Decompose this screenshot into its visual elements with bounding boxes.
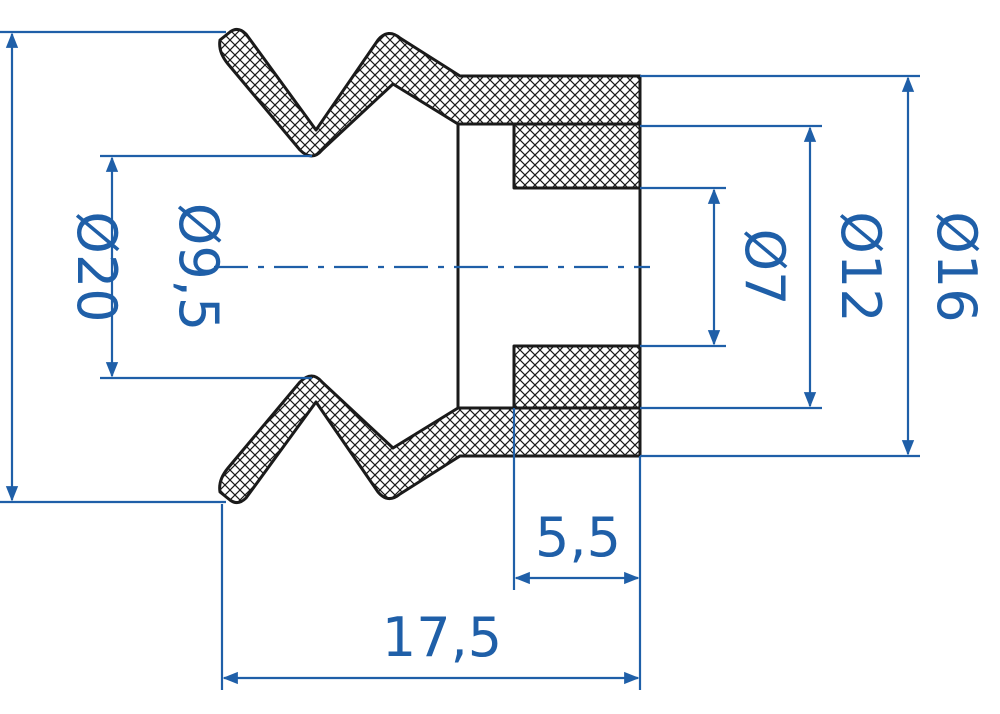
label-overall-length: 17,5: [382, 606, 502, 669]
label-counterbore-diameter: Ø12: [829, 211, 892, 322]
extension-lines: [0, 30, 920, 690]
label-shank-diameter: Ø16: [925, 211, 988, 322]
lower-insert: [512, 344, 642, 410]
label-outer-diameter: Ø20: [65, 211, 128, 322]
label-neck-diameter: Ø9,5: [167, 203, 230, 331]
label-shank-length: 5,5: [535, 506, 621, 569]
upper-insert: [512, 122, 642, 190]
label-bore-diameter: Ø7: [733, 229, 796, 306]
